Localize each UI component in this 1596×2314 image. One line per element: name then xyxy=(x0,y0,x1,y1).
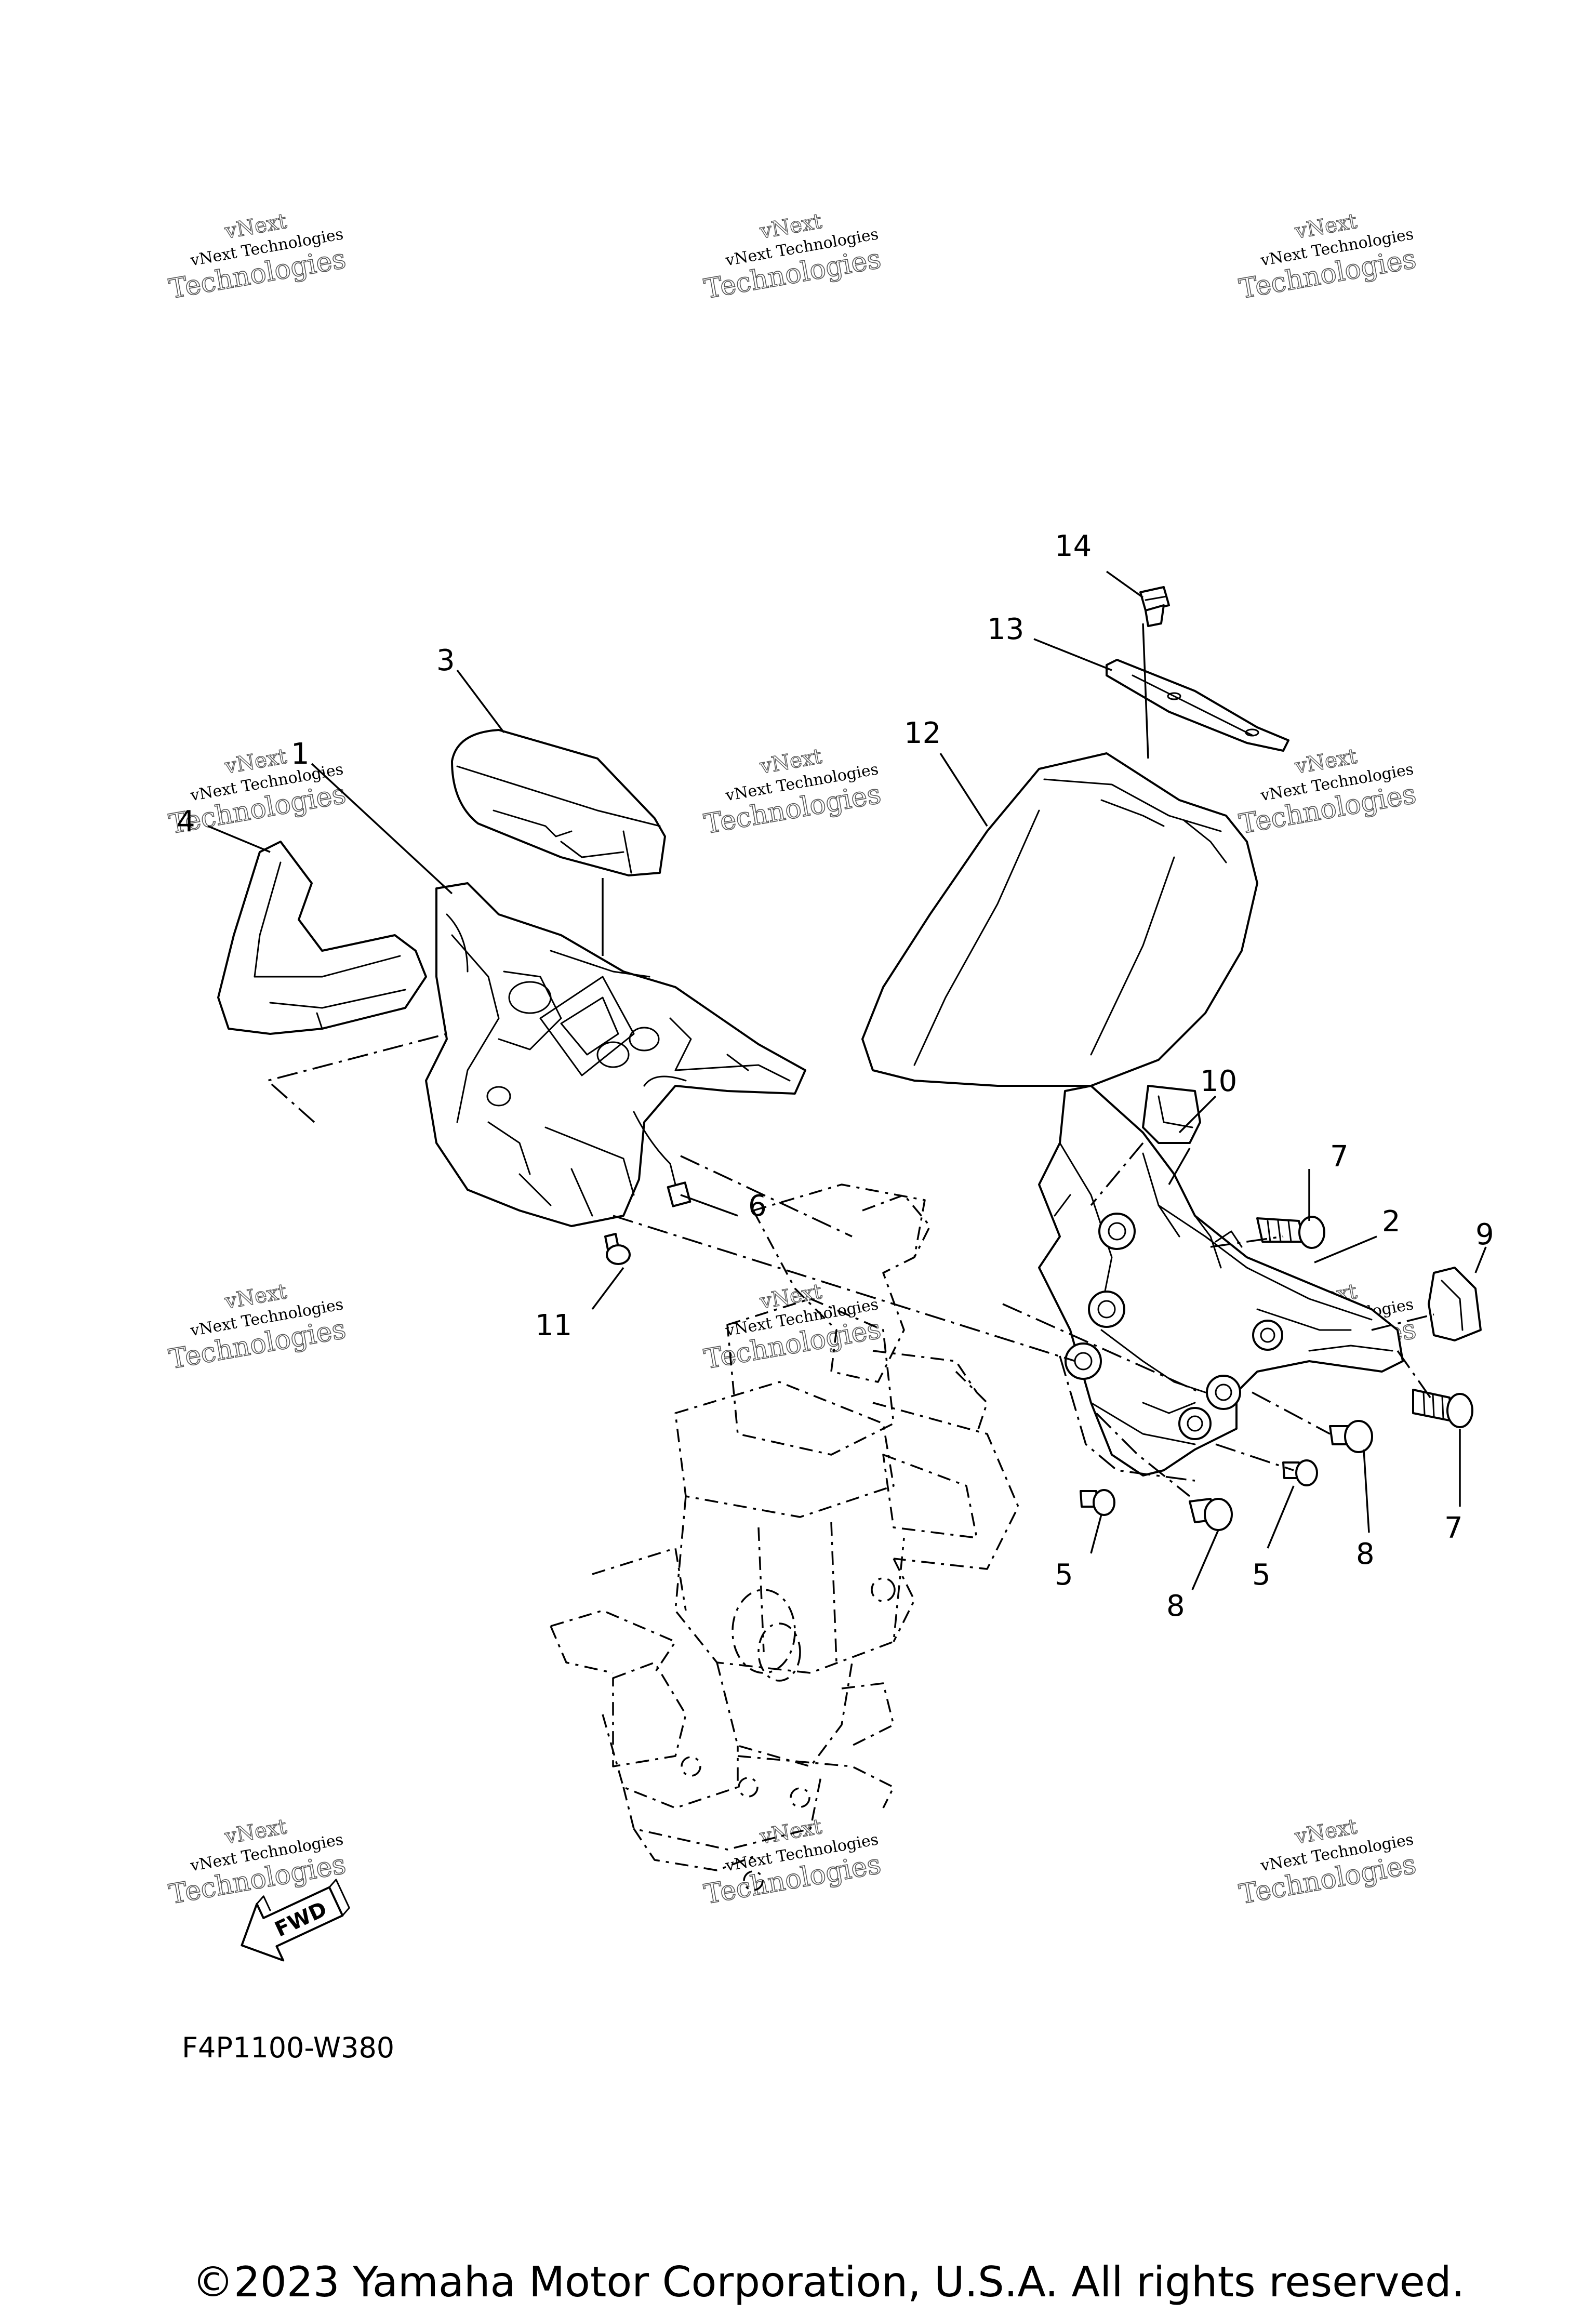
callout-7b: 7 xyxy=(1444,1511,1463,1545)
callout-7a: 7 xyxy=(1330,1140,1349,1174)
part-14-bolt xyxy=(1140,587,1169,626)
callout-5a: 5 xyxy=(1055,1558,1073,1592)
watermark-top-right: vNext vNext Technologies Technologies xyxy=(1229,200,1420,305)
part-8a-bolt xyxy=(1330,1421,1372,1452)
callout-6: 6 xyxy=(748,1189,767,1223)
callout-8b: 8 xyxy=(1166,1589,1185,1623)
part-1-handlebar-cover xyxy=(426,883,805,1226)
watermark-bottom-right: vNext vNext Technologies Technologies xyxy=(1229,1805,1420,1910)
leader-lines xyxy=(208,571,1486,1590)
watermark-lower-left: vNext vNext Technologies Technologies xyxy=(159,1270,350,1375)
part-5b-bolt xyxy=(1283,1460,1317,1485)
part-7a-bolt xyxy=(1257,1217,1324,1248)
part-11-screw xyxy=(605,1234,630,1264)
watermark-mid-center: vNext vNext Technologies Technologies xyxy=(694,735,885,840)
callout-12: 12 xyxy=(904,716,941,750)
callout-5b: 5 xyxy=(1252,1558,1271,1592)
callout-9: 9 xyxy=(1475,1218,1494,1252)
part-12-windscreen xyxy=(862,753,1257,1086)
part-7b-bolt xyxy=(1413,1390,1472,1427)
part-3-upper-cover xyxy=(452,730,665,875)
watermark-top-center: vNext vNext Technologies Technologies xyxy=(694,200,885,305)
callout-10: 10 xyxy=(1200,1065,1237,1098)
part-10-clip xyxy=(1143,1086,1200,1143)
callout-1: 1 xyxy=(291,737,310,771)
part-4-v-trim xyxy=(218,842,426,1034)
callout-labels: 1 2 3 4 5 5 6 7 7 8 8 9 10 11 12 13 14 xyxy=(177,529,1494,1623)
callout-2: 2 xyxy=(1382,1205,1401,1239)
copyright-notice: ©2023 Yamaha Motor Corporation, U.S.A. A… xyxy=(192,2258,1465,2306)
callout-11: 11 xyxy=(535,1309,572,1342)
part-8b-bolt xyxy=(1190,1499,1232,1530)
watermark-mid-right: vNext vNext Technologies Technologies xyxy=(1229,735,1420,840)
watermark-bottom-center: vNext vNext Technologies Technologies xyxy=(694,1805,885,1910)
callout-14: 14 xyxy=(1055,529,1092,563)
watermark-top-left: vNext vNext Technologies Technologies xyxy=(159,200,350,305)
watermark-lower-center: vNext vNext Technologies Technologies xyxy=(694,1270,885,1375)
callout-4: 4 xyxy=(177,805,195,839)
part-5a-bolt xyxy=(1081,1490,1114,1515)
part-13-plate xyxy=(1107,660,1288,751)
callout-8a: 8 xyxy=(1356,1537,1375,1571)
part-9-clip xyxy=(1429,1268,1481,1340)
callout-3: 3 xyxy=(436,644,455,677)
callout-13: 13 xyxy=(987,613,1024,646)
diagram-code: F4P1100-W380 xyxy=(182,2031,394,2064)
